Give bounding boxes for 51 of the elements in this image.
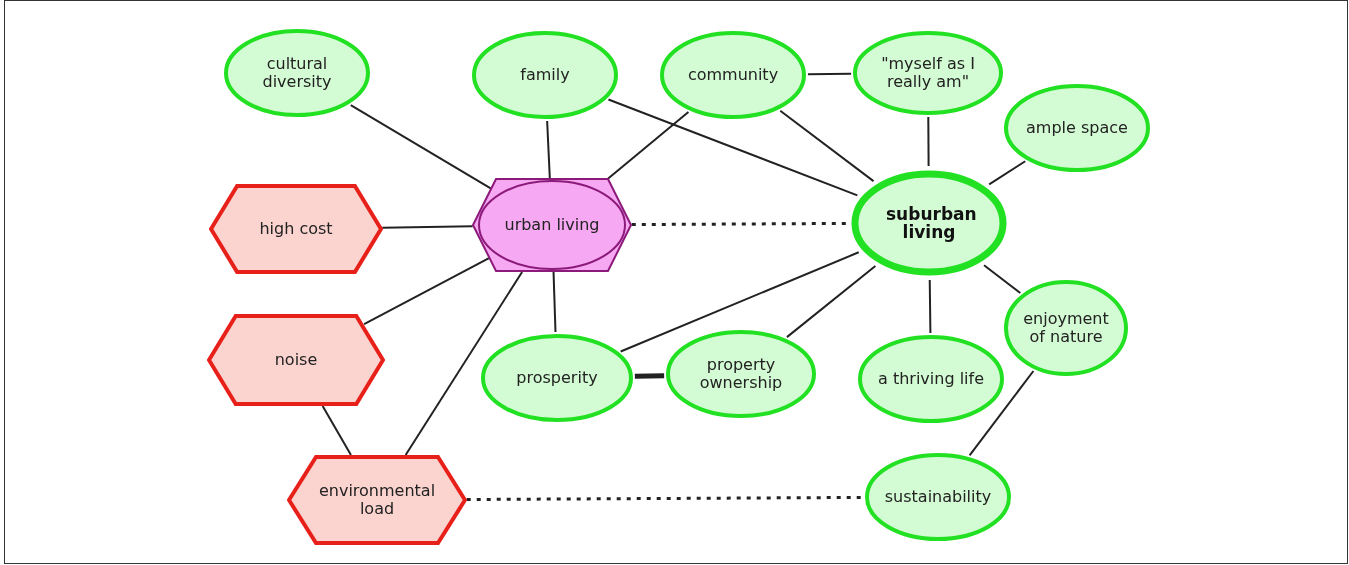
node-label: cultural diversity <box>261 55 333 91</box>
concept-ellipse <box>858 335 1004 423</box>
connector-line <box>785 265 877 339</box>
node-label: "myself as I really am" <box>880 55 976 91</box>
node-label: a thriving life <box>877 370 985 388</box>
connector-line <box>928 279 932 334</box>
concept-ellipse <box>472 31 618 119</box>
node-label: noise <box>273 351 319 369</box>
connector-line <box>404 271 524 456</box>
node-label: sustainability <box>883 488 993 506</box>
node-label: enjoyment of nature <box>1022 310 1110 346</box>
node-label: ample space <box>1025 119 1129 137</box>
connector-line <box>927 116 930 167</box>
node-label: family <box>519 66 571 84</box>
concept-ellipse <box>481 334 633 422</box>
connector-line <box>381 225 474 229</box>
concept-ellipse <box>1004 280 1128 376</box>
connector-line <box>607 110 690 180</box>
node-label: property ownership <box>698 356 784 392</box>
connector-line <box>806 72 853 76</box>
connector-line <box>619 251 860 353</box>
connector-line <box>983 264 1022 294</box>
dotted-connector <box>466 495 864 501</box>
connector-line <box>321 405 352 456</box>
concept-ellipse <box>224 29 370 117</box>
connector-line <box>779 109 875 183</box>
connector-line <box>968 370 1035 457</box>
node-label: environmental load <box>317 482 437 518</box>
connector-line <box>546 119 551 179</box>
node-label: urban living <box>503 216 601 234</box>
concept-ellipse <box>666 330 816 418</box>
node-label: prosperity <box>515 369 599 387</box>
connector-line <box>552 271 557 334</box>
node-label: community <box>686 66 780 84</box>
concept-ellipse <box>660 31 806 119</box>
dotted-connector <box>631 221 848 227</box>
concept-hexagon <box>209 184 383 274</box>
central-ellipse <box>851 170 1007 276</box>
concept-ellipse <box>853 31 1003 115</box>
connector-line <box>607 98 859 197</box>
concept-ellipse <box>1004 84 1150 172</box>
connector-line <box>634 373 665 379</box>
concept-hexagon <box>287 455 467 545</box>
node-label: suburban living <box>885 205 978 241</box>
connector-line <box>363 257 490 326</box>
connector-line <box>988 160 1027 186</box>
node-label: high cost <box>258 220 334 238</box>
concept-ellipse <box>865 453 1011 541</box>
central-hexagon <box>472 178 632 272</box>
concept-hexagon <box>207 314 385 406</box>
connector-line <box>349 104 492 190</box>
